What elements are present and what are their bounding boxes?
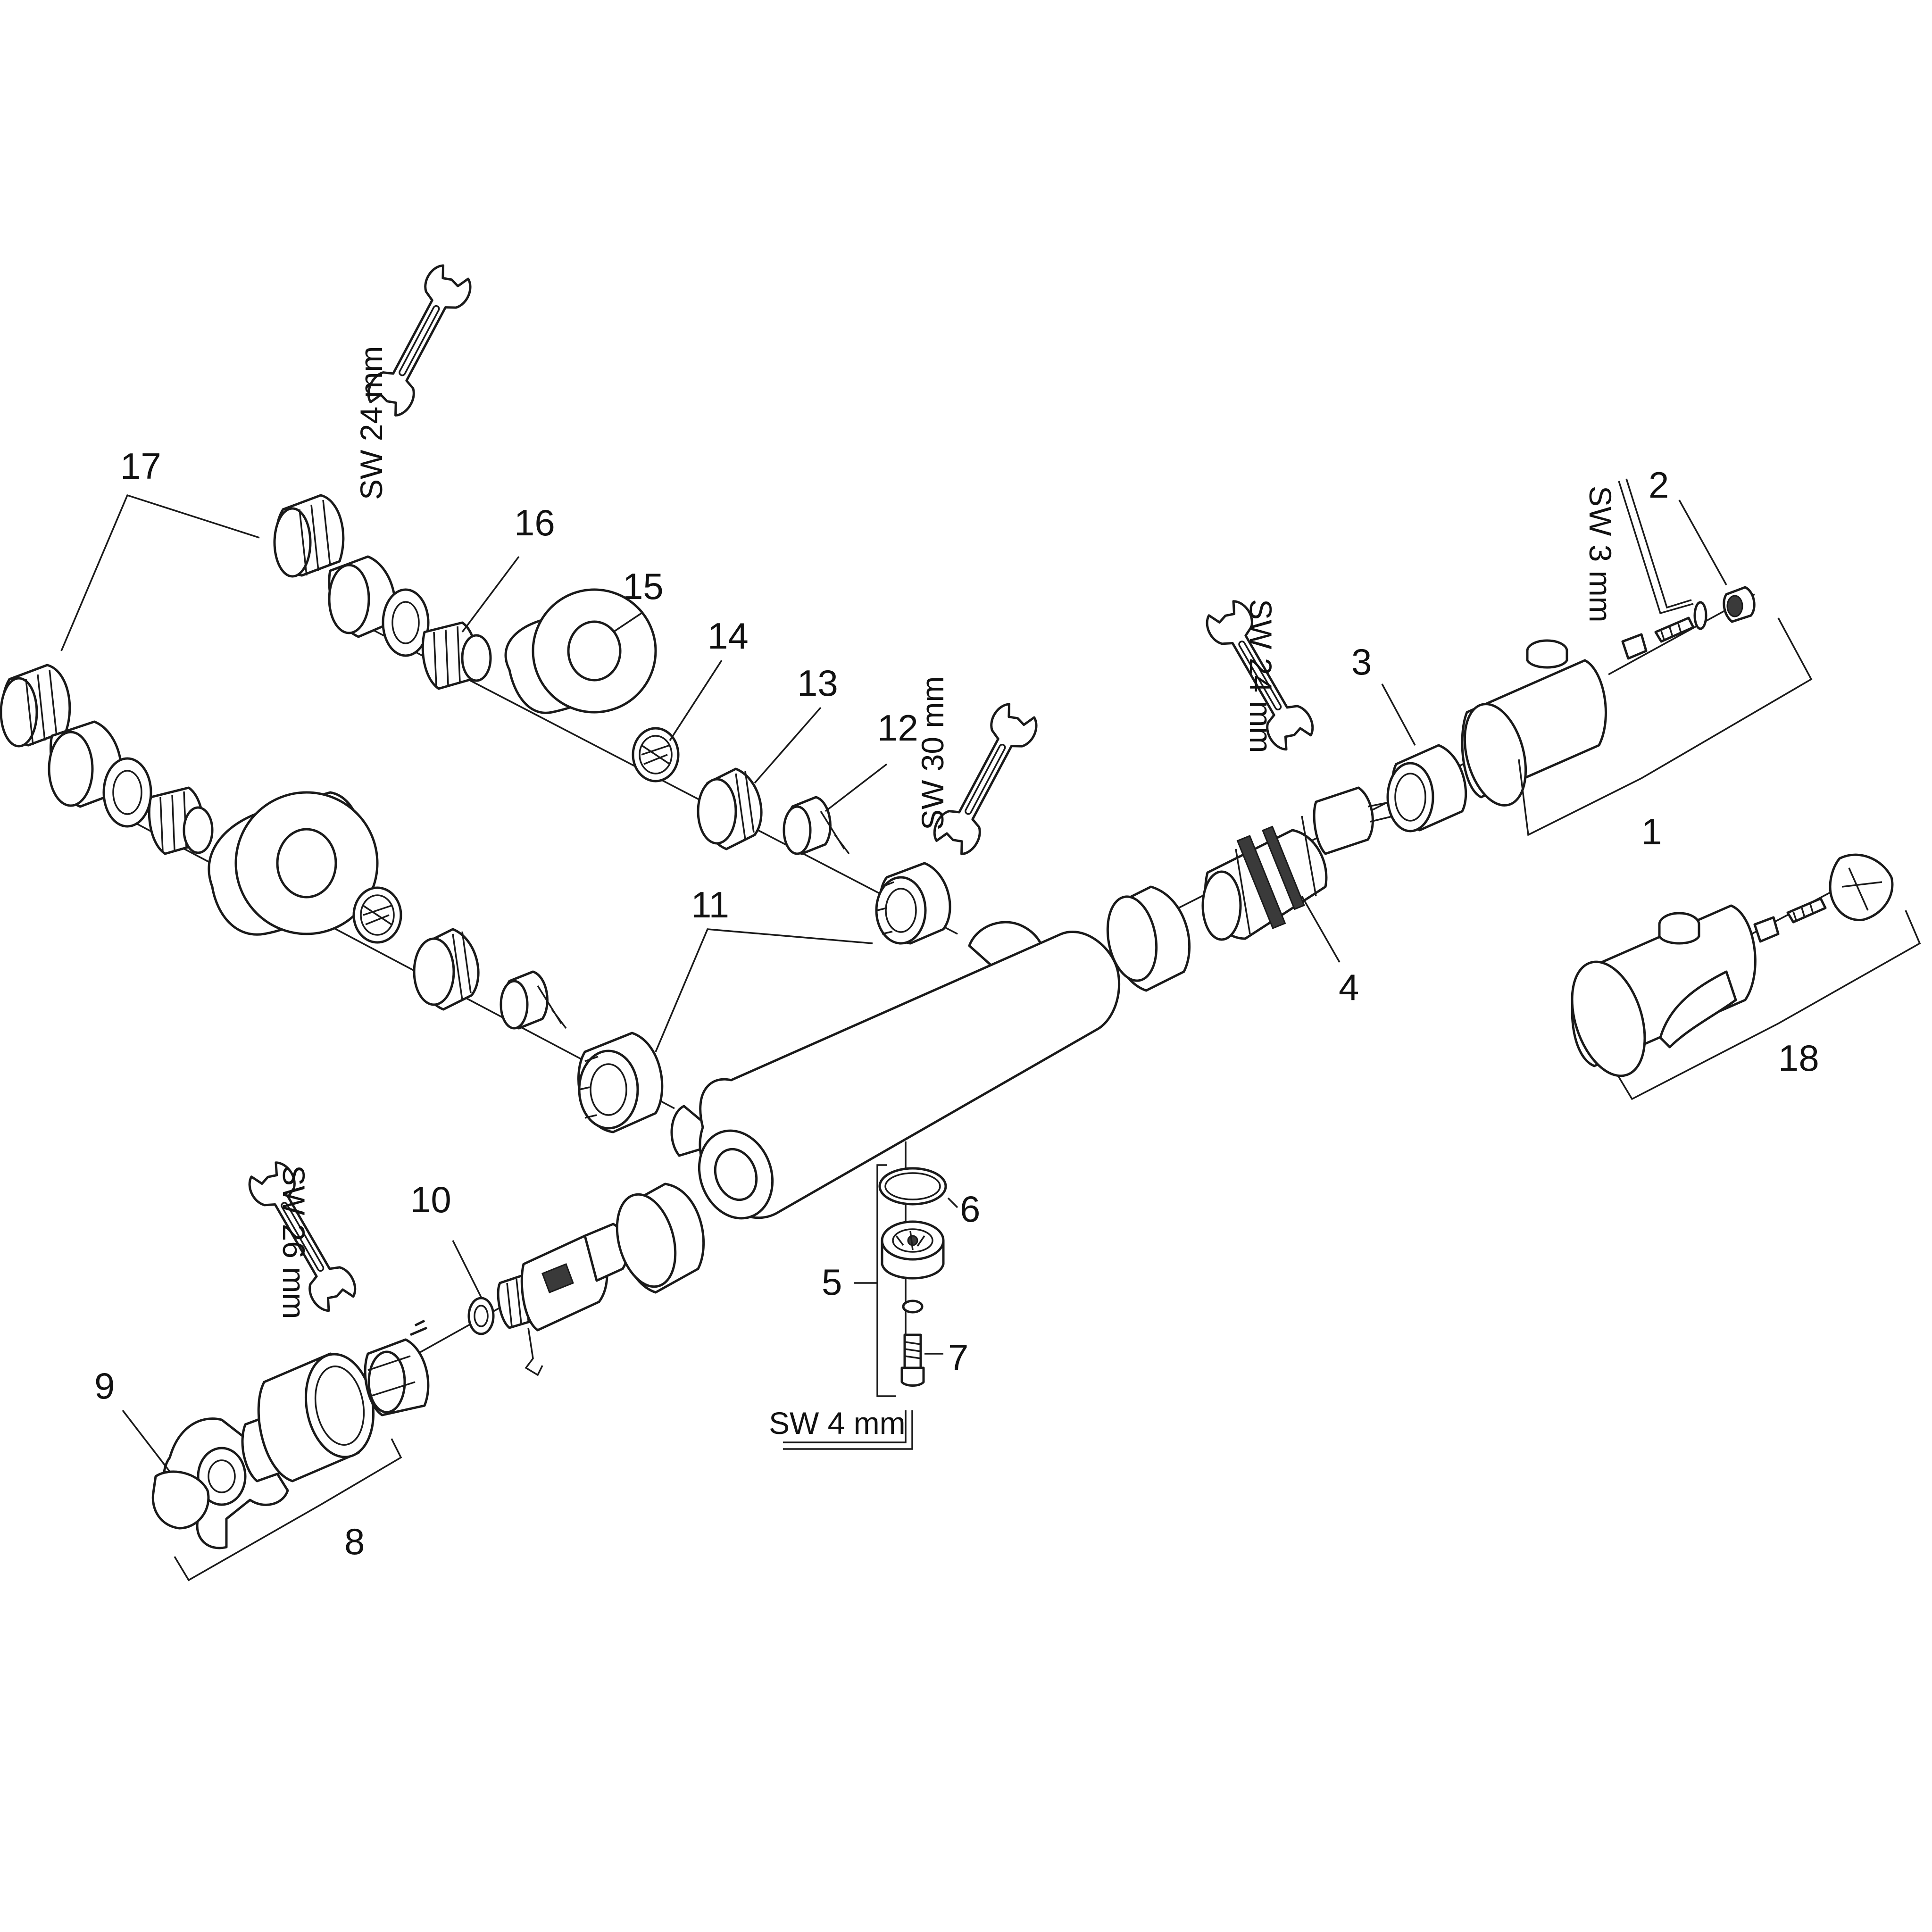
- cap-screw: [900, 1333, 925, 1387]
- lower-check-valve: [148, 786, 214, 855]
- alternative-handle-set: [1571, 853, 1894, 1077]
- callout-6: 6: [960, 1188, 980, 1230]
- upper-seal-ring: [697, 767, 763, 850]
- callout-13: 13: [797, 662, 838, 704]
- right-seal-ring: [1106, 885, 1191, 992]
- callout-11: 11: [691, 884, 729, 925]
- callout-3: 3: [1351, 641, 1372, 683]
- diverter-insert: [881, 1220, 945, 1280]
- callout-16: 16: [514, 502, 555, 543]
- callout-8: 8: [344, 1521, 365, 1562]
- callout-12: 12: [877, 707, 918, 749]
- upper-strainer: [632, 727, 680, 783]
- tool-label-wrench-right: SW 24 mm: [1243, 599, 1278, 753]
- upper-check-valve: [421, 621, 492, 690]
- o-ring: [878, 1167, 947, 1206]
- thermostat-body: [670, 921, 1121, 1220]
- lower-check-insert: [500, 970, 567, 1030]
- retaining-ring: [467, 1297, 495, 1335]
- lower-union-nut: [577, 1032, 664, 1133]
- callout-18: 18: [1778, 1037, 1819, 1079]
- callout-15: 15: [623, 566, 664, 607]
- valve-bonnet-assembly: [241, 1319, 430, 1482]
- hex-key-top: [1618, 478, 1694, 615]
- adapter-nut: [1386, 744, 1467, 833]
- tool-label-wrench-bottom-left: SW 26 mm: [276, 1165, 311, 1319]
- callout-5: 5: [822, 1261, 842, 1303]
- callout-9: 9: [94, 1365, 115, 1407]
- hex-key-bottom: [783, 1410, 913, 1450]
- tool-label-hex-key-bottom: SW 4 mm: [769, 1406, 906, 1441]
- lower-inlet-fitting: [0, 664, 152, 828]
- upper-union-nut: [875, 862, 951, 945]
- callout-10: 10: [410, 1179, 451, 1220]
- callout-2: 2: [1649, 464, 1669, 506]
- callout-numbers: 1 2 3 4 5 6 7 8 9 10 11 12 13 14 15 16 1…: [94, 445, 1819, 1562]
- callout-4: 4: [1339, 966, 1359, 1008]
- bottom-seal-ring: [616, 1183, 705, 1294]
- tool-label-wrench-middle: SW 30 mm: [915, 676, 950, 830]
- lower-rosette: [208, 791, 379, 936]
- lower-strainer: [352, 886, 402, 944]
- callout-1: 1: [1641, 811, 1662, 852]
- callout-14: 14: [708, 615, 749, 657]
- tool-label-hex-key-top: SW 3 mm: [1583, 486, 1618, 623]
- tool-label-wrench-top-left: SW 24 mm: [354, 346, 389, 500]
- lower-seal-ring: [413, 928, 480, 1011]
- callout-7: 7: [948, 1337, 968, 1378]
- thermostat-cartridge: [1201, 786, 1395, 941]
- temperature-handle: [1461, 639, 1607, 807]
- upper-check-insert: [783, 796, 850, 855]
- handle-screw-set: [1621, 586, 1756, 660]
- small-seal: [902, 1299, 924, 1314]
- shutoff-cartridge: [497, 1223, 629, 1376]
- tool-labels: SW 24 mm SW 30 mm SW 24 mm SW 26 mm SW 3…: [276, 346, 1618, 1441]
- upper-rosette: [504, 588, 657, 714]
- leader-lines: [60, 494, 1921, 1582]
- callout-17: 17: [120, 445, 161, 487]
- upper-inlet-fitting: [273, 494, 430, 657]
